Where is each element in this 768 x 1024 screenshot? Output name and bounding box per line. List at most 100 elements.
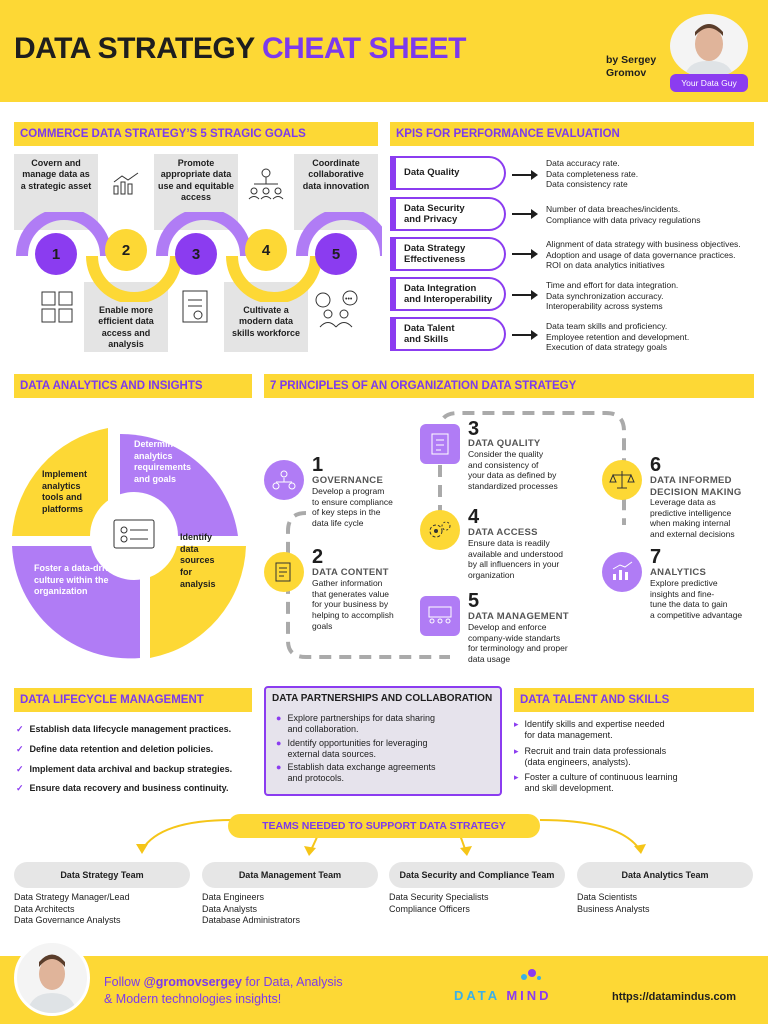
goal-circle-2: 2 xyxy=(105,229,147,271)
org-chart-icon xyxy=(248,168,284,200)
goal-text-5: Coordinate collaborative data innovation xyxy=(302,158,370,191)
goals-heading: COMMERCE DATA STRATEGY’S 5 STRAGIC GOALS xyxy=(14,122,378,146)
kpi-label-2: Data Security and Privacy xyxy=(404,202,465,225)
analytics-q3-text: Foster a data-driven culture within the … xyxy=(34,563,121,597)
analytics-heading: DATA ANALYTICS AND INSIGHTS xyxy=(14,374,252,398)
bullet-icon: ● xyxy=(276,737,282,748)
follow-prefix: Follow xyxy=(104,975,144,989)
lifecycle-item-text: Establish data lifecycle management prac… xyxy=(29,724,232,734)
team-name: Data Strategy Team xyxy=(60,870,144,880)
team-members-security: Data Security Specialists Compliance Off… xyxy=(389,892,489,914)
kpi-pill-1: Data Quality xyxy=(390,156,506,190)
principle-1-number: 1 xyxy=(312,454,324,476)
check-icon: ✓ xyxy=(16,724,24,734)
partnerships-item-text: Explore partnerships for data sharing an… xyxy=(287,713,436,735)
principle-4-icon xyxy=(420,510,460,550)
header-band xyxy=(0,0,768,102)
partnerships-item-1: ● Explore partnerships for data sharing a… xyxy=(276,713,496,736)
talent-item-1: ▸ Identify skills and expertise needed fo… xyxy=(514,719,754,742)
kpi-desc-3: Alignment of data strategy with business… xyxy=(546,239,741,271)
talent-heading: DATA TALENT AND SKILLS xyxy=(514,688,754,712)
principle-5-title: DATA MANAGEMENT xyxy=(468,611,569,622)
lifecycle-item-3: ✓Implement data archival and backup stra… xyxy=(16,764,232,775)
title-part-2: CHEAT SHEET xyxy=(262,32,466,65)
principle-2-number: 2 xyxy=(312,546,324,568)
goal-number-2: 2 xyxy=(121,241,131,259)
kpi-arrow-5 xyxy=(512,330,538,340)
kpis-heading: KPIs FOR PERFORMANCE EVALUATION xyxy=(390,122,754,146)
principle-7-desc: Explore predictive insights and fine- tu… xyxy=(650,578,743,620)
social-handle-link[interactable]: @gromovsergey xyxy=(143,975,242,989)
goal-number-5: 5 xyxy=(331,245,341,263)
website-link[interactable]: https://datamindus.com xyxy=(612,991,737,1003)
goals-wave xyxy=(16,212,382,302)
principle-3-title: DATA QUALITY xyxy=(468,438,541,449)
partnerships-item-text: Identify opportunities for leveraging ex… xyxy=(287,737,428,759)
kpi-label-1: Data Quality xyxy=(404,167,460,179)
principle-1-icon xyxy=(264,460,304,500)
team-members-strategy: Data Strategy Manager/Lead Data Architec… xyxy=(14,892,130,926)
chart-growth-icon xyxy=(113,172,139,195)
footer-follow-line2: & Modern technologies insights! xyxy=(104,991,282,1006)
principle-4-title: DATA ACCESS xyxy=(468,527,538,538)
check-icon: ✓ xyxy=(16,764,24,774)
kpi-pill-2: Data Security and Privacy xyxy=(390,197,506,231)
lifecycle-item-4: ✓Ensure data recovery and business conti… xyxy=(16,783,228,794)
analytics-q2-text: Identify data sources for analysis xyxy=(180,532,216,589)
talent-item-3: ▸Foster a culture of continuous learning… xyxy=(514,772,754,795)
bullet-icon: ● xyxy=(276,713,282,723)
goal-number-3: 3 xyxy=(191,245,201,263)
talent-list: ▸ Identify skills and expertise needed fo… xyxy=(514,719,754,795)
team-members-analytics: Data Scientists Business Analysts xyxy=(577,892,650,914)
kpi-desc-1: Data accuracy rate. Data completeness ra… xyxy=(546,158,639,190)
kpi-pill-3: Data Strategy Effectiveness xyxy=(390,237,506,271)
partnerships-item-2: ● Identify opportunities for leveraging e… xyxy=(276,738,496,761)
kpi-label-3: Data Strategy Effectiveness xyxy=(404,242,466,265)
triangle-bullet-icon: ▸ xyxy=(514,719,519,729)
team-name: Data Management Team xyxy=(238,870,342,880)
footer-avatar xyxy=(14,940,90,1016)
kpi-desc-5: Data team skills and proficiency. Employ… xyxy=(546,321,690,353)
principle-6-icon xyxy=(602,460,642,500)
lifecycle-item-2: ✓ Define data retention and deletion poli… xyxy=(16,744,213,755)
lifecycle-heading: DATA LIFECYCLE MANAGEMENT xyxy=(14,688,252,712)
footer-follow-line1: Follow @gromovsergey for Data, Analysis xyxy=(104,974,343,991)
goal-text-2: Enable more efficient data access and an… xyxy=(98,305,154,349)
goal-circle-1: 1 xyxy=(35,233,77,275)
principle-4-number: 4 xyxy=(468,506,480,528)
team-name: Data Analytics Team xyxy=(621,870,709,880)
principles-heading: 7 PRINCIPLES OF AN ORGANIZATION DATA STR… xyxy=(264,374,754,398)
checklist-icon xyxy=(182,290,208,323)
principle-2-icon xyxy=(264,552,304,592)
author-avatar xyxy=(670,14,748,78)
principle-5-number: 5 xyxy=(468,590,480,612)
team-pill-security: Data Security and Compliance Team xyxy=(389,862,565,888)
goal-text-4: Cultivate a modern data skills workforce xyxy=(231,305,301,338)
datamind-logo: DATA MIND xyxy=(454,988,552,1003)
lifecycle-item-1: ✓ Establish data lifecycle management pra… xyxy=(16,724,231,735)
partnerships-item-3: ●Establish data exchange agreements and … xyxy=(276,762,496,785)
lifecycle-item-text: Ensure data recovery and business contin… xyxy=(29,783,229,793)
principle-6-title: DATA INFORMED DECISION MAKING xyxy=(650,475,742,498)
analytics-q4-text: Implement analytics tools and platforms xyxy=(42,469,88,515)
goal-text-1: Covern and manage data as a strategic as… xyxy=(20,158,92,191)
byline: by Sergey Gromov xyxy=(606,54,657,80)
principle-4-desc: Ensure data is readily available and und… xyxy=(468,538,563,580)
svg-text:•••: ••• xyxy=(345,296,353,303)
principle-1-title: GOVERNANCE xyxy=(312,475,384,486)
talent-item-text: Identify skills and expertise needed for… xyxy=(524,719,665,741)
principle-6-desc: Leverage data as predictive intelligence… xyxy=(650,497,735,539)
goal-number-1: 1 xyxy=(51,245,61,263)
principles-dashed-path xyxy=(286,411,626,659)
partnerships-item-text: Establish data exchange agreements and p… xyxy=(287,762,436,784)
kpi-arrow-4 xyxy=(512,290,538,300)
team-pill-strategy: Data Strategy Team xyxy=(14,862,190,888)
principle-3-number: 3 xyxy=(468,418,480,440)
check-icon: ✓ xyxy=(16,744,24,754)
lifecycle-item-text: Define data retention and deletion polic… xyxy=(29,744,214,754)
kpi-pill-5: Data Talent and Skills xyxy=(390,317,506,351)
kpi-arrow-3 xyxy=(512,249,538,259)
puzzle-icon xyxy=(41,291,73,323)
goal-circle-4: 4 xyxy=(245,229,287,271)
principle-5-icon xyxy=(420,596,460,636)
